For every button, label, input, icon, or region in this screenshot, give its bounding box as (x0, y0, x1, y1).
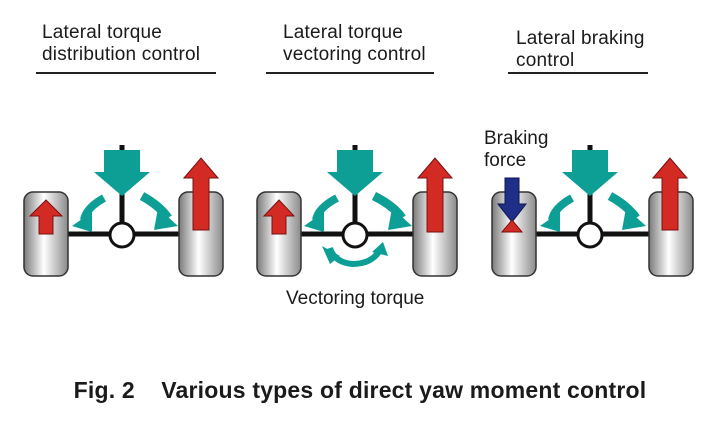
torque-split-right-head (388, 208, 412, 230)
left-wheel-force-small (262, 199, 296, 235)
panel-title-distribution: Lateral torque distribution control (42, 22, 200, 66)
torque-split-right-head (622, 208, 646, 230)
title-underline (508, 72, 648, 74)
torque-split-left-head (72, 212, 92, 232)
left-wheel-force-small (28, 199, 64, 235)
panel-braking (491, 145, 694, 277)
torque-split-left-head (304, 212, 324, 232)
torque-split-left-head (540, 212, 560, 232)
right-wheel-force-large (182, 157, 220, 231)
braking-force-label: Braking force (484, 128, 548, 172)
panel-vectoring (256, 145, 458, 277)
input-torque-arrow (94, 150, 150, 196)
torque-split-right-head (154, 208, 178, 230)
differential (108, 221, 136, 249)
differential (341, 221, 369, 249)
vectoring-torque-label: Vectoring torque (286, 288, 425, 309)
braking-force-arrow (496, 177, 528, 223)
braking-label-line: Braking (484, 128, 549, 149)
input-torque-arrow (562, 150, 618, 196)
figure-caption: Fig. 2 Various types of direct yaw momen… (73, 377, 647, 403)
title-line: Lateral torque (42, 22, 163, 43)
differential (576, 221, 604, 249)
title-line: Lateral braking (516, 28, 645, 49)
right-wheel-force-large (416, 157, 454, 233)
right-wheel-force-large (651, 157, 689, 231)
title-line: distribution control (42, 44, 201, 65)
left-wheel-force-reduced (500, 219, 524, 233)
braking-label-line: force (484, 150, 527, 171)
title-underline (36, 72, 216, 74)
panel-distribution (23, 145, 224, 277)
title-line: Lateral torque (283, 22, 404, 43)
vectoring-torque-head-right (372, 242, 388, 256)
title-underline (266, 72, 434, 74)
panel-title-braking: Lateral braking control (516, 28, 645, 72)
vectoring-torque-head-left (322, 246, 340, 264)
panel-title-vectoring: Lateral torque vectoring control (283, 22, 426, 66)
title-line: control (516, 50, 575, 71)
title-line: vectoring control (283, 44, 426, 65)
input-torque-arrow (327, 150, 383, 196)
